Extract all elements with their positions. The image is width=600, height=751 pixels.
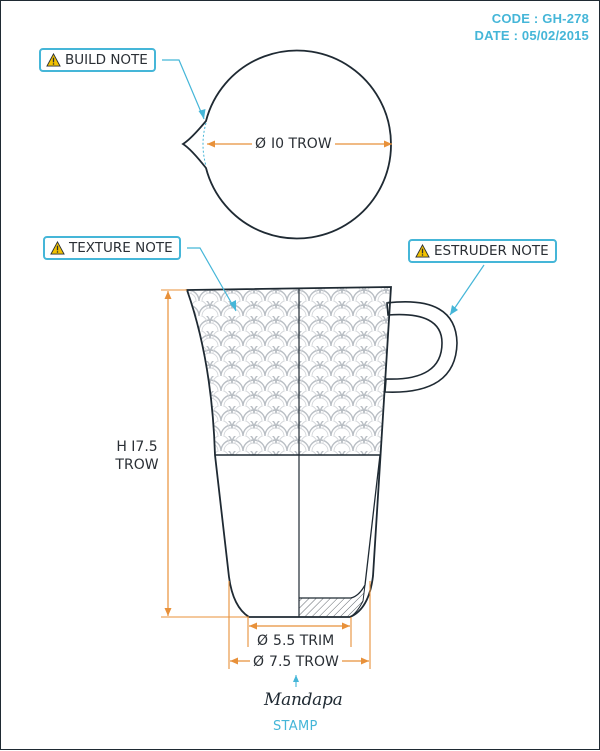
texture-note-callout[interactable]: TEXTURE NOTE xyxy=(43,236,181,260)
top-diameter-arrow-left xyxy=(207,140,215,148)
top-diameter-value: I0 TROW xyxy=(271,136,332,152)
diameter-symbol: Ø xyxy=(253,654,265,670)
build-note-leader xyxy=(162,59,205,120)
build-note-arrow xyxy=(198,109,206,119)
texture-pattern xyxy=(187,287,391,455)
stamp-arrow xyxy=(293,675,299,682)
extruder-note-arrow xyxy=(450,305,458,315)
base-arrow-left xyxy=(230,657,238,665)
height-arrow-bottom xyxy=(164,608,172,616)
extruder-note-label: ESTRUDER NOTE xyxy=(434,243,549,259)
warning-icon xyxy=(50,241,65,255)
drawing-code: CODE : GH-278 xyxy=(491,11,589,26)
base-arrow-right xyxy=(361,657,369,665)
diameter-symbol: Ø xyxy=(255,136,267,152)
trim-arrow-left xyxy=(249,622,257,630)
texture-note-arrow xyxy=(229,300,236,311)
extruder-note-callout[interactable]: ESTRUDER NOTE xyxy=(408,239,557,263)
extruder-note-leader xyxy=(449,264,485,316)
build-note-label: BUILD NOTE xyxy=(65,52,148,68)
base-section-hatch xyxy=(298,584,366,618)
top-diameter-arrow-right xyxy=(384,140,392,148)
inner-wall xyxy=(299,454,381,599)
warning-icon xyxy=(46,53,61,67)
drawing-date: DATE : 05/02/2015 xyxy=(474,28,589,43)
handle xyxy=(384,301,458,393)
side-view xyxy=(185,286,458,618)
jug-outline xyxy=(185,286,392,618)
height-dimension xyxy=(161,289,249,618)
height-arrow-top xyxy=(164,291,172,299)
build-note-callout[interactable]: BUILD NOTE xyxy=(39,48,156,72)
texture-note-label: TEXTURE NOTE xyxy=(69,240,173,256)
base-diameter-value: 7.5 TROW xyxy=(269,654,339,670)
texture-note-leader xyxy=(187,247,237,312)
height-value: H I7.5 xyxy=(116,439,158,455)
height-unit: TROW xyxy=(115,457,159,473)
warning-icon xyxy=(415,244,430,258)
stamp-label: STAMP xyxy=(273,719,318,734)
base-trim-value: 5.5 TRIM xyxy=(273,633,335,649)
height-label: H I7.5 TROW xyxy=(107,438,167,474)
trim-arrow-right xyxy=(342,622,350,630)
diameter-symbol: Ø xyxy=(257,633,269,649)
spout-hint-line xyxy=(202,122,207,167)
leaders xyxy=(162,59,485,687)
brand-logo: Mandapa xyxy=(264,690,343,710)
